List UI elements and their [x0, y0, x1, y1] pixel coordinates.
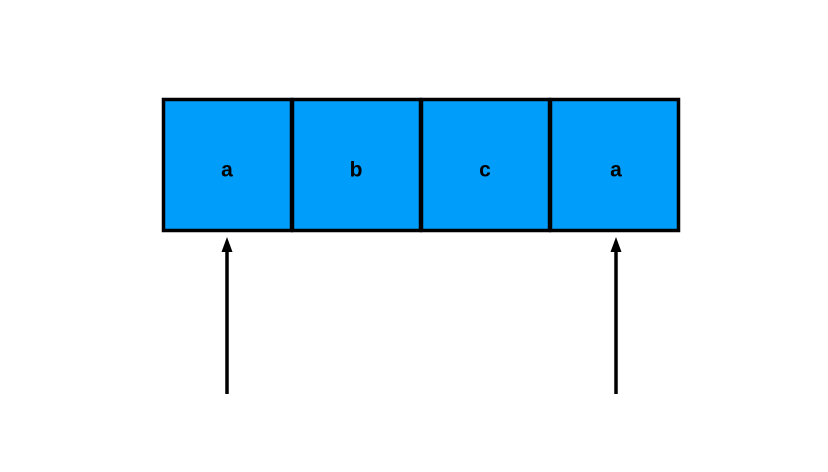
cell-1-box: [290, 97, 423, 233]
cell-2[interactable]: c: [419, 97, 552, 233]
cell-1[interactable]: b: [290, 97, 423, 233]
cell-3[interactable]: a: [548, 97, 681, 233]
left-pointer-arrow-icon: [221, 237, 233, 394]
cell-3-box: [548, 97, 681, 233]
cell-2-label: c: [479, 159, 491, 182]
cell-2-box: [419, 97, 552, 233]
cell-0-label: a: [221, 159, 233, 182]
right-pointer-arrow-icon: [610, 237, 622, 394]
cell-1-label: b: [350, 159, 363, 182]
cell-0-box: [161, 97, 294, 233]
left-pointer-head: [221, 237, 233, 252]
right-pointer-head: [610, 237, 622, 252]
cell-3-label: a: [610, 159, 622, 182]
cell-0[interactable]: a: [161, 97, 294, 233]
